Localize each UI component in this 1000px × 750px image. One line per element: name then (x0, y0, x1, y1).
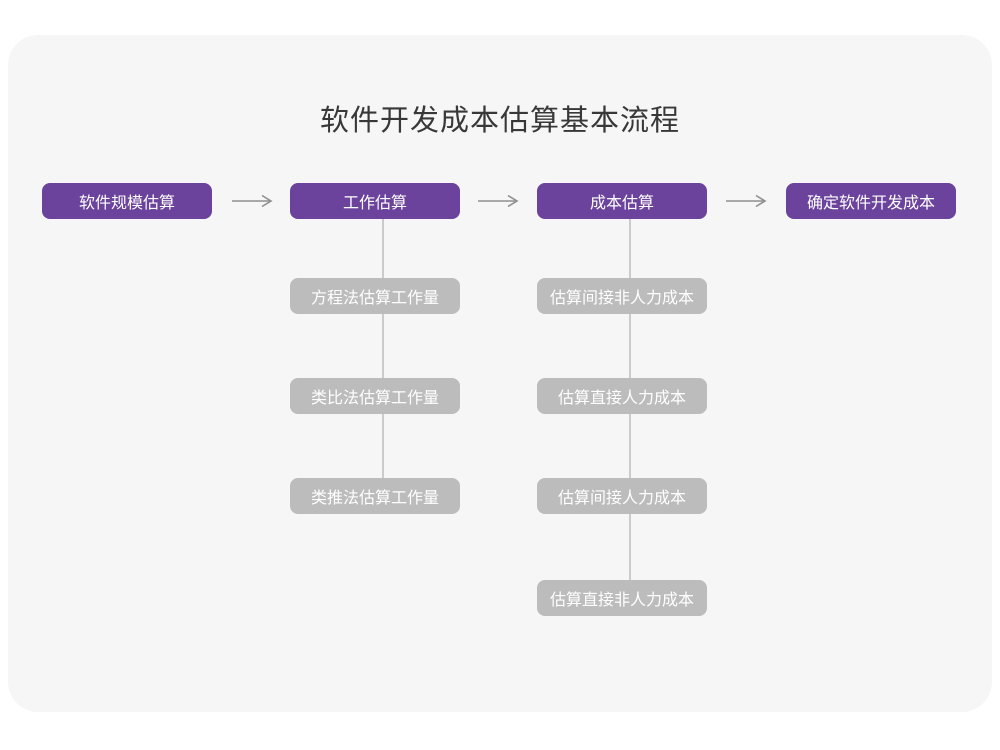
flow-node-direct-non-labor-cost: 估算直接非人力成本 (537, 580, 707, 616)
flow-node-software-scale-estimation: 软件规模估算 (42, 183, 212, 219)
diagram-card: 软件开发成本估算基本流程 软件规模估算 工作估算 成本估算 确定软件开发成本 方… (8, 35, 992, 712)
arrow-right-icon (726, 194, 767, 208)
flow-node-analogy-method: 类比法估算工作量 (290, 378, 460, 414)
arrow-right-icon (478, 194, 519, 208)
flow-node-work-estimation: 工作估算 (290, 183, 460, 219)
flow-node-determine-software-dev-cost: 确定软件开发成本 (786, 183, 956, 219)
flow-node-indirect-labor-cost: 估算间接人力成本 (537, 478, 707, 514)
flow-node-equation-method: 方程法估算工作量 (290, 278, 460, 314)
arrow-right-icon (232, 194, 273, 208)
flow-node-direct-labor-cost: 估算直接人力成本 (537, 378, 707, 414)
flow-node-cost-estimation: 成本估算 (537, 183, 707, 219)
flow-node-extrapolation-method: 类推法估算工作量 (290, 478, 460, 514)
diagram-title: 软件开发成本估算基本流程 (319, 105, 680, 137)
flow-node-indirect-non-labor-cost: 估算间接非人力成本 (537, 278, 707, 314)
connector-line-work-estimation (382, 183, 384, 513)
